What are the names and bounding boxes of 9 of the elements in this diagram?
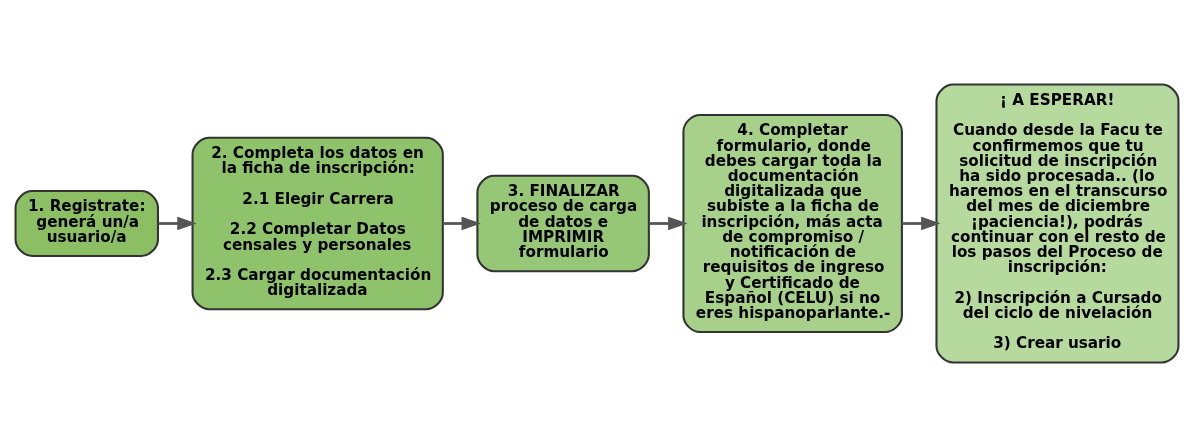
node-box: 3. FINALIZAR proceso de carga de datos e IMPRIMIR formulario xyxy=(476,174,650,273)
node-box: 1. Registrate: generá un/a usuario/a xyxy=(14,189,159,258)
arrow xyxy=(648,216,688,231)
node-box: 4. Completar formulario, donde debes cargar toda la documentación digitalizada que subiste a la ficha de inscripción, más acta de compromiso / notificación de requisitos de ingreso y Certificado de Español (CELU) si no eres hispanoparlante.- xyxy=(682,113,903,334)
node-box: 2. Completa los datos en la ficha de inscripción: 2.1 Elegir Carrera 2.2 Completar Datos censales y personales 2.3 Cargar documentación digitalizada xyxy=(191,136,444,311)
node-box: ¡ A ESPERAR! Cuando desde la Facu te confirmemos que tu solicitud de inscripción ha sido procesada.. (lo haremos en el transcurso del mes de diciembre ¡paciencia!), podrás continuar con el resto de los pasos del Proceso de inscripción: 2) Inscripción a Cursado del ciclo de nivelación 3) Crear usario xyxy=(935,83,1180,364)
arrow xyxy=(158,216,197,231)
arrow xyxy=(442,216,481,231)
arrow xyxy=(902,216,941,231)
